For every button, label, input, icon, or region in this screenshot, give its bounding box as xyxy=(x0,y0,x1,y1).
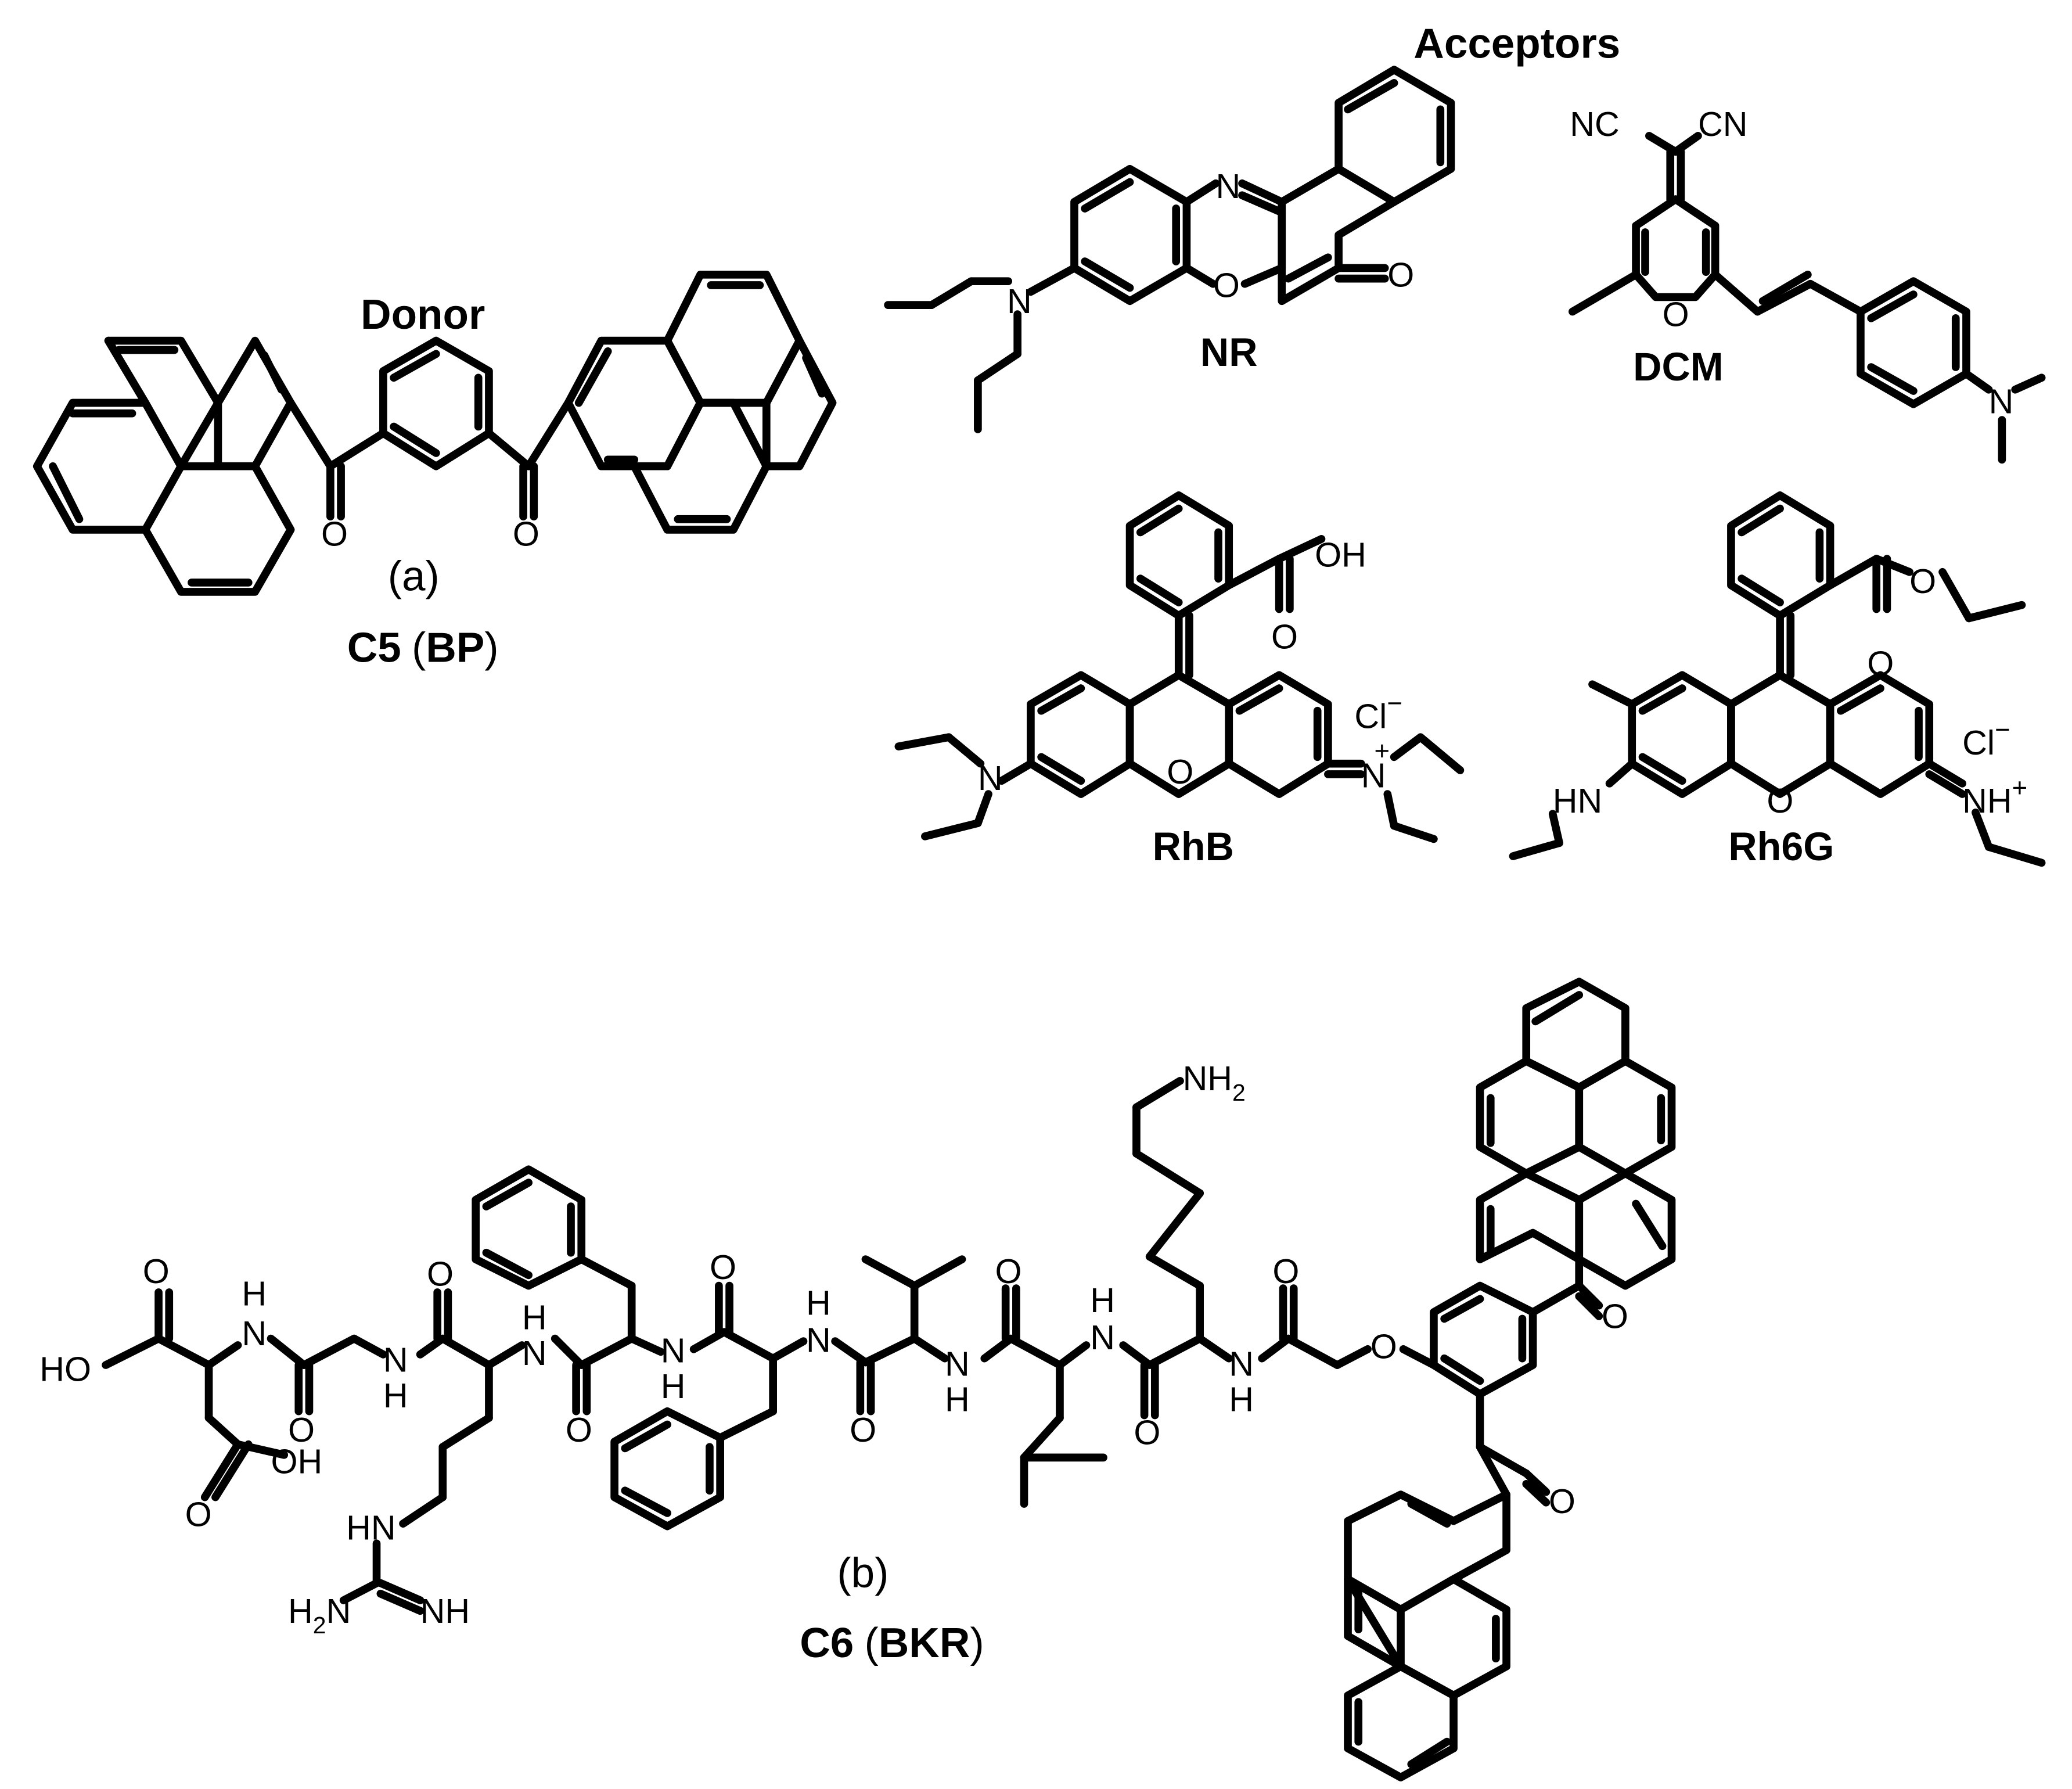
dcm-label: DCM xyxy=(1633,345,1723,389)
nr-amine-nitrogen: N xyxy=(1007,282,1032,321)
c6-nh3-n: N xyxy=(522,1334,547,1373)
rh6g-carbonyl-oxygen: O xyxy=(1867,644,1894,682)
c6-phe1-o: O xyxy=(566,1410,592,1449)
c6-nh4-h: H xyxy=(661,1367,686,1406)
dcm-nc-group: NC xyxy=(1570,105,1619,143)
rhb-structure: O OH O N N + Cl− xyxy=(894,491,1465,843)
c6-compound-label: C6 (BKR) xyxy=(800,1619,984,1666)
c6-ether-o: O xyxy=(1370,1327,1397,1366)
c6-nh1-n: N xyxy=(242,1314,267,1353)
c5-code: C5 xyxy=(347,624,401,671)
c6-asp-side-oh: OH xyxy=(271,1442,322,1481)
c6-lys-o: O xyxy=(1134,1413,1160,1452)
nr-ring-oxygen: O xyxy=(1213,265,1240,304)
c6-arg-h2n: H2N xyxy=(288,1592,351,1639)
rh6g-ring-oxygen: O xyxy=(1767,781,1793,820)
c5-compound-label: C5 (BP) xyxy=(347,624,499,671)
c6-nh8-n: N xyxy=(1229,1344,1254,1383)
panel-a-label: (a) xyxy=(388,553,440,600)
rh6g-structure: O O O HN NH+ Cl− xyxy=(1509,491,2046,867)
c6-asp-carbonyl-o: O xyxy=(143,1252,170,1291)
c6-nh6-n: N xyxy=(945,1344,970,1383)
right-pyrene-ring xyxy=(564,270,837,534)
c6-asp-ho: HO xyxy=(39,1349,91,1388)
c6-nh6-h: H xyxy=(945,1380,970,1419)
c6-nh3-h: H xyxy=(522,1298,547,1337)
rhb-chloride: Cl− xyxy=(1354,688,1402,735)
c6-asp-side-o: O xyxy=(185,1495,212,1534)
nr-carbonyl-oxygen: O xyxy=(1387,255,1414,294)
rhb-oh-group: OH xyxy=(1315,536,1366,574)
c6-nh8-h: H xyxy=(1229,1380,1254,1419)
c6-nh1-h: H xyxy=(242,1274,267,1313)
left-pyrene-ring xyxy=(33,336,295,596)
dcm-structure: NC CN O N xyxy=(1569,105,2046,464)
panel-b-label: (b) xyxy=(837,1549,888,1596)
c6-arg-o: O xyxy=(427,1255,454,1294)
rh6g-chloride: Cl− xyxy=(1962,714,2010,761)
nr-label: NR xyxy=(1200,331,1258,375)
c6-lys-nh2: NH2 xyxy=(1183,1059,1246,1106)
c6-val-o: O xyxy=(850,1410,876,1449)
c6-arg-nh: NH xyxy=(420,1592,470,1630)
rhb-ring-oxygen: O xyxy=(1167,752,1193,791)
c6-nh7-n: N xyxy=(1090,1318,1115,1357)
c5-open-paren: ( xyxy=(412,624,426,671)
acceptors-heading: Acceptors xyxy=(1413,20,1620,67)
c6-leu-o: O xyxy=(995,1252,1021,1291)
c5-close-paren: ) xyxy=(484,624,498,671)
c5-abbr: BP xyxy=(426,624,484,671)
rhb-plus-charge: + xyxy=(1375,736,1390,766)
rhb-amine-nitrogen: N xyxy=(978,759,1003,797)
c6-open-paren: ( xyxy=(864,1619,878,1666)
dcm-amine-nitrogen: N xyxy=(1989,382,2014,421)
c6-phe2-o: O xyxy=(710,1248,736,1287)
c6-nh4-n: N xyxy=(661,1331,686,1370)
rhb-label: RhB xyxy=(1153,825,1234,869)
c6-nh2-h: H xyxy=(383,1376,408,1415)
c6-arg-hn: HN xyxy=(346,1508,395,1547)
c6-nh5-n: N xyxy=(806,1320,831,1359)
rhb-iminium-nitrogen: N xyxy=(1361,756,1386,795)
dcm-cn-group: CN xyxy=(1698,105,1747,143)
c6-gly-o: O xyxy=(288,1410,315,1449)
c6-ketone-o-bottom: O xyxy=(1549,1482,1575,1521)
rh6g-iminium-group: NH+ xyxy=(1962,773,2027,820)
rh6g-hn-group: HN xyxy=(1553,781,1602,820)
c5-carbonyl-oxygen-1: O xyxy=(321,514,348,553)
c5-carbonyl-oxygen-2: O xyxy=(513,514,539,553)
c6-nh7-h: H xyxy=(1090,1281,1115,1320)
c6-linker-o: O xyxy=(1272,1252,1299,1291)
nr-ring-nitrogen: N xyxy=(1215,167,1240,206)
c6-close-paren: ) xyxy=(970,1619,984,1666)
c6-abbr: BKR xyxy=(879,1619,970,1666)
c6-bkr-structure: O HO OH O H N O N H O H N HN H2N NH O N … xyxy=(39,978,1676,1781)
c5-central-benzene xyxy=(286,336,573,521)
c6-code: C6 xyxy=(800,1619,854,1666)
c5-bp-structure: O O xyxy=(33,270,837,596)
rh6g-label: Rh6G xyxy=(1728,825,1834,869)
donor-heading: Donor xyxy=(361,291,485,338)
rh6g-ester-oxygen: O xyxy=(1909,562,1936,601)
c6-nh5-h: H xyxy=(806,1284,831,1323)
c6-ketone-o-top: O xyxy=(1602,1296,1628,1335)
dcm-pyran-oxygen: O xyxy=(1663,295,1689,334)
rhb-carbonyl-oxygen: O xyxy=(1271,617,1298,656)
nr-structure: N O O N xyxy=(884,66,1455,433)
c6-nh2-n: N xyxy=(383,1340,408,1379)
